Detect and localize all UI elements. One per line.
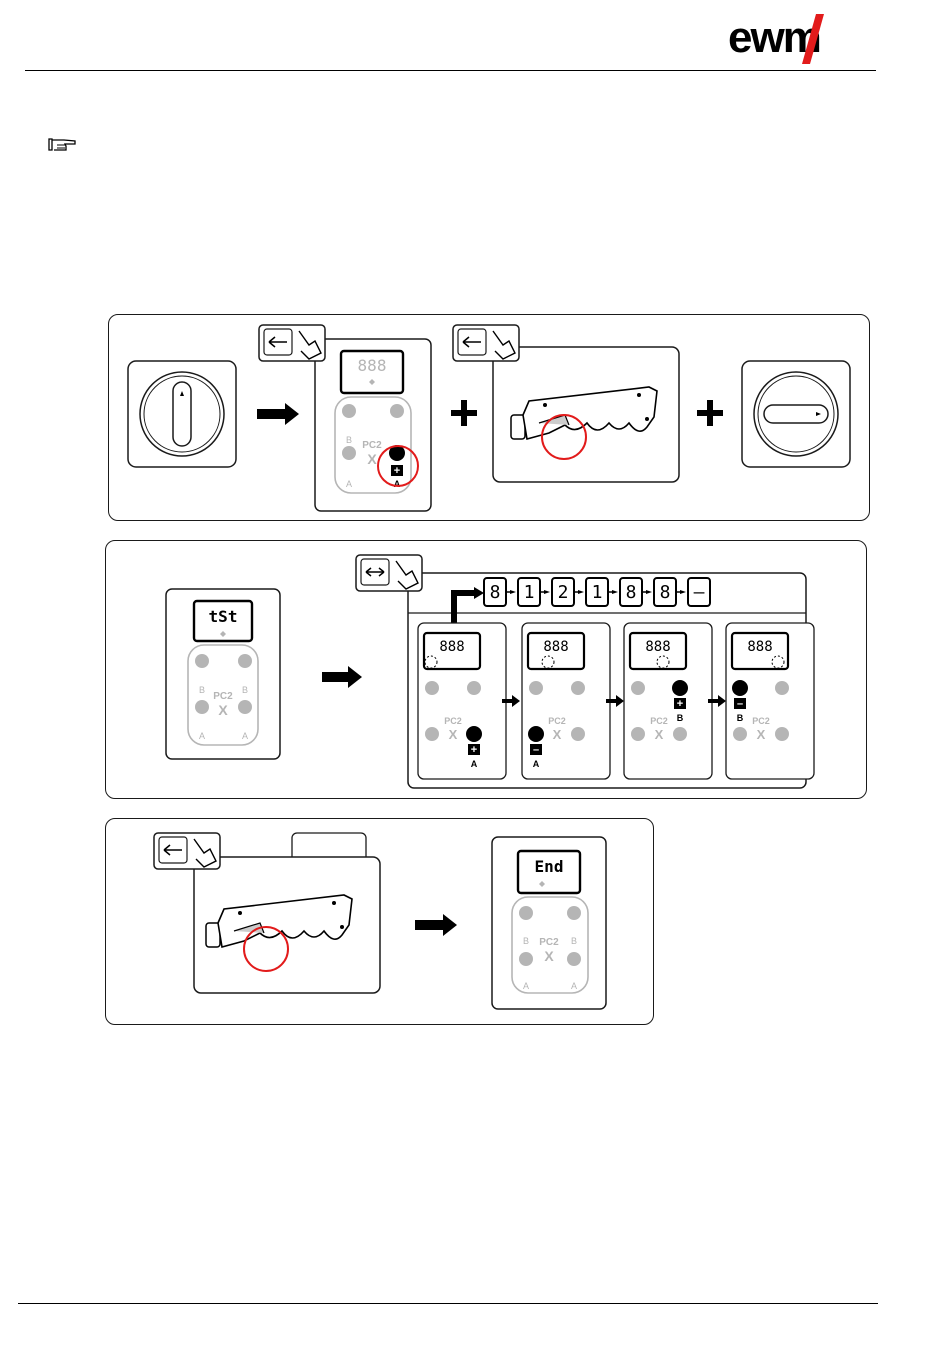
sequence-digit: 8 [626, 582, 637, 603]
display-readout: 888 [439, 639, 464, 655]
remote-model-label: PC2 [548, 716, 566, 726]
button-label-a: A [523, 981, 529, 991]
button-label-b: B [346, 435, 352, 445]
remote-model-label: PC2 [213, 691, 233, 702]
remote-x-label: X [655, 727, 664, 742]
svg-text:+: + [394, 465, 400, 477]
remote-x-label: X [218, 702, 228, 718]
sequence-digit: 2 [558, 582, 569, 603]
display-readout-test: tSt [209, 607, 238, 626]
right-arrow-icon [415, 914, 457, 936]
button-label-b: B [199, 685, 205, 695]
remote-model-label: PC2 [650, 716, 668, 726]
sequence-digit: 1 [592, 582, 603, 603]
header-rule [25, 70, 876, 71]
right-arrow-icon [257, 403, 299, 425]
remote-model-label: PC2 [444, 716, 462, 726]
rotary-switch-on-icon [742, 361, 850, 467]
remote-x-label: X [757, 727, 766, 742]
display-readout: 888 [358, 356, 387, 375]
plus-icon [697, 400, 723, 426]
display-readout: 888 [543, 639, 568, 655]
torch-trigger-hold [453, 325, 679, 482]
sequence-digit: 1 [524, 582, 535, 603]
digit-sequence: 8 1 2 1 8 8 – [484, 578, 710, 606]
press-hold-button-icon [259, 325, 325, 361]
remote-model-label: PC2 [362, 440, 382, 451]
button-label-a-active: A [533, 759, 540, 769]
button-label-a: A [571, 981, 577, 991]
remote-step-1: 888 + PC2 X A [418, 623, 506, 779]
button-label-b-active: B [677, 713, 684, 723]
button-label-a: A [199, 731, 205, 741]
plus-icon [451, 400, 477, 426]
step-3-illustration: End PC2 X B B A A [106, 819, 655, 1026]
pointing-hand-icon [48, 136, 76, 152]
ewm-logo: ewm [728, 10, 868, 66]
press-toggle-button-icon [356, 555, 422, 591]
remote-x-label: X [449, 727, 458, 742]
remote-model-label: PC2 [752, 716, 770, 726]
brand-logo-mark: ewm [728, 13, 824, 64]
display-readout: 888 [645, 639, 670, 655]
button-label-b: B [523, 936, 529, 946]
rotary-switch-off-icon [128, 361, 236, 467]
remote-step-4: 888 – PC2 X B [726, 623, 814, 779]
step-1-illustration: 888 + PC2 X B A A [109, 315, 871, 522]
display-readout-end: End [535, 857, 564, 876]
sequence-digit: 8 [660, 582, 671, 603]
display-readout: 888 [747, 639, 772, 655]
button-label-a: A [242, 731, 248, 741]
footer-rule [18, 1303, 878, 1304]
button-label-a: A [346, 479, 352, 489]
button-label-b-active: B [737, 713, 744, 723]
svg-text:+: + [471, 744, 477, 756]
svg-text:–: – [737, 698, 743, 710]
remote-model-label: PC2 [539, 937, 559, 948]
remote-control-end: End PC2 X B B A A [492, 837, 606, 1009]
remote-x-label: X [544, 948, 554, 964]
remote-x-label: X [367, 451, 377, 467]
button-label-b: B [571, 936, 577, 946]
remote-x-label: X [553, 727, 562, 742]
remote-control-test: tSt PC2 X B B A A [166, 589, 280, 759]
sequence-digit: 8 [490, 582, 501, 603]
press-hold-button-icon [453, 325, 519, 361]
right-arrow-icon [322, 666, 362, 688]
remote-step-3: 888 + PC2 X B [624, 623, 712, 779]
button-label-b: B [242, 685, 248, 695]
svg-text:–: – [533, 744, 539, 756]
press-hold-button-icon [154, 833, 220, 869]
sequence-digit: – [694, 582, 705, 603]
button-label-a-active: A [471, 759, 478, 769]
step-2-illustration: tSt PC2 X B B A A 8 [106, 541, 868, 800]
svg-text:+: + [677, 698, 683, 710]
step-panel-test-sequence: tSt PC2 X B B A A 8 [105, 540, 867, 799]
step-panel-switch-on: 888 + PC2 X B A A [108, 314, 870, 521]
button-label-a-active: A [394, 479, 401, 489]
step-panel-end: End PC2 X B B A A [105, 818, 654, 1025]
remote-step-2: 888 – PC2 X A [522, 623, 610, 779]
torch-trigger-release [154, 833, 380, 993]
